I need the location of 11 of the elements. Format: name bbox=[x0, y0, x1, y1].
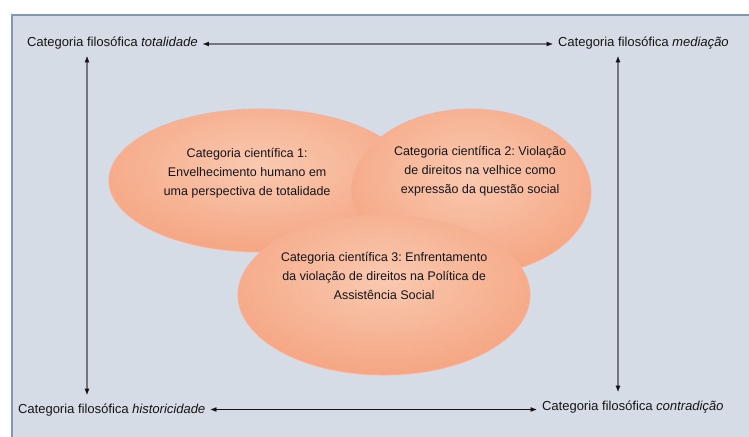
category-label: Categoria filosófica mediação bbox=[558, 33, 729, 51]
double-arrow bbox=[84, 56, 90, 395]
category-label: Categoria filosófica contradição bbox=[542, 397, 724, 415]
category-text: Categoria científica 3: Enfrentamento da violação de direitos na Política de Assistência Social bbox=[280, 249, 488, 304]
double-arrow bbox=[210, 407, 537, 412]
category-text: Categoria científica 2: Violação de direitos na velhice como expressão da questão social bbox=[392, 143, 568, 198]
category-label: Categoria filosófica historicidade bbox=[18, 400, 206, 418]
category-text: Categoria científica 1: Envelhecimento humano em uma perspectiva de totalidade bbox=[162, 145, 332, 200]
double-arrow bbox=[202, 42, 553, 46]
category-label: Categoria filosófica totalidade bbox=[27, 33, 198, 51]
double-arrow bbox=[616, 56, 620, 392]
